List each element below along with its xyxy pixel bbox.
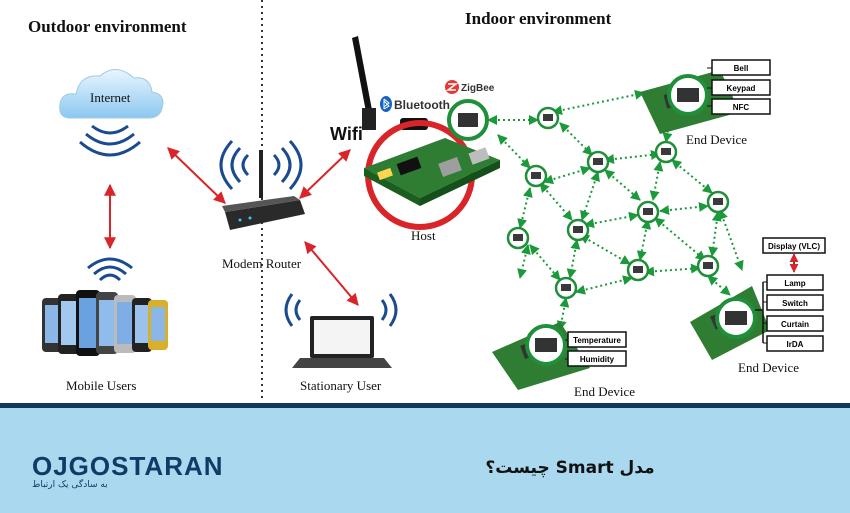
mesh-node bbox=[586, 150, 610, 174]
host-label: Host bbox=[411, 228, 436, 243]
wifi-antenna-icon bbox=[352, 36, 376, 130]
function-display-vlc: Display (VLC) bbox=[768, 242, 820, 251]
mobile-phones-icon bbox=[42, 290, 168, 356]
mesh-node bbox=[696, 254, 720, 278]
cloud-icon bbox=[59, 69, 164, 119]
footer-banner: OJGOSTARAN به سادگی یک ارتباط مدل Smart … bbox=[0, 403, 850, 513]
indoor-title: Indoor environment bbox=[465, 9, 612, 28]
ojgostaran-logo[interactable]: OJGOSTARAN به سادگی یک ارتباط bbox=[32, 451, 224, 490]
bluetooth-icon bbox=[380, 96, 392, 112]
end-device-bottom-label: End Device bbox=[574, 384, 635, 399]
end-device-bottom-node bbox=[525, 324, 567, 366]
smart-home-diagram: Outdoor environment Indoor environment I… bbox=[28, 0, 826, 400]
raspberry-pi-board-icon bbox=[364, 138, 500, 206]
end-device-right-node bbox=[715, 297, 757, 339]
mesh-node bbox=[554, 276, 578, 300]
internet-label: Internet bbox=[90, 90, 131, 105]
mesh-node bbox=[654, 140, 678, 164]
function-humidity: Humidity bbox=[580, 355, 615, 364]
router-signal-icon bbox=[219, 139, 303, 191]
laptop-icon bbox=[292, 316, 392, 368]
mobile-users-label: Mobile Users bbox=[66, 378, 136, 393]
mesh-node bbox=[706, 190, 730, 214]
end-device-right-functions: Display (VLC) Lamp Switch Curtain IrDA bbox=[755, 237, 826, 352]
end-device-right-label: End Device bbox=[738, 360, 799, 375]
mesh-node bbox=[524, 164, 548, 188]
link-internet-modem bbox=[167, 147, 226, 204]
link-modem-host bbox=[299, 149, 351, 199]
function-curtain: Curtain bbox=[781, 320, 809, 329]
function-bell: Bell bbox=[734, 64, 749, 73]
cloud-signal-icon bbox=[79, 124, 141, 157]
zigbee-coordinator-node bbox=[447, 99, 489, 141]
mesh-node bbox=[626, 258, 650, 282]
diagram-svg: Outdoor environment Indoor environment I… bbox=[28, 0, 826, 400]
end-device-bottom-functions: Temperature Humidity bbox=[565, 331, 627, 367]
end-device-top-node bbox=[667, 74, 709, 116]
logo-tagline: به سادگی یک ارتباط bbox=[32, 480, 108, 490]
zigbee-mesh-links bbox=[487, 89, 744, 331]
mobile-signal-icon bbox=[87, 257, 133, 282]
mesh-node bbox=[506, 226, 530, 250]
function-lamp: Lamp bbox=[784, 279, 805, 288]
mesh-node bbox=[566, 218, 590, 242]
modem-router-label: Modem Router bbox=[222, 256, 302, 271]
zigbee-mesh-nodes bbox=[447, 99, 730, 300]
function-irda: IrDA bbox=[787, 340, 804, 349]
footer-title: مدل Smart چیست؟ bbox=[485, 458, 655, 478]
modem-router-icon bbox=[222, 150, 305, 230]
end-device-top-label: End Device bbox=[686, 132, 747, 147]
bluetooth-label: Bluetooth bbox=[394, 98, 450, 112]
logo-text: OJGOSTARAN bbox=[32, 451, 224, 481]
laptop-signal-icon bbox=[284, 293, 398, 327]
mesh-node bbox=[536, 106, 560, 130]
end-device-top-functions: Bell Keypad NFC bbox=[707, 59, 771, 115]
function-temperature: Temperature bbox=[573, 336, 621, 345]
function-keypad: Keypad bbox=[727, 84, 756, 93]
wifi-label: Wifi bbox=[330, 124, 363, 144]
zigbee-label: ZigBee bbox=[461, 83, 495, 94]
stationary-user-label: Stationary User bbox=[300, 378, 382, 393]
zigbee-icon bbox=[445, 80, 459, 94]
outdoor-title: Outdoor environment bbox=[28, 17, 187, 36]
function-switch: Switch bbox=[782, 299, 808, 308]
link-modem-stationary bbox=[304, 241, 359, 306]
function-nfc: NFC bbox=[733, 103, 750, 112]
mesh-node bbox=[636, 200, 660, 224]
